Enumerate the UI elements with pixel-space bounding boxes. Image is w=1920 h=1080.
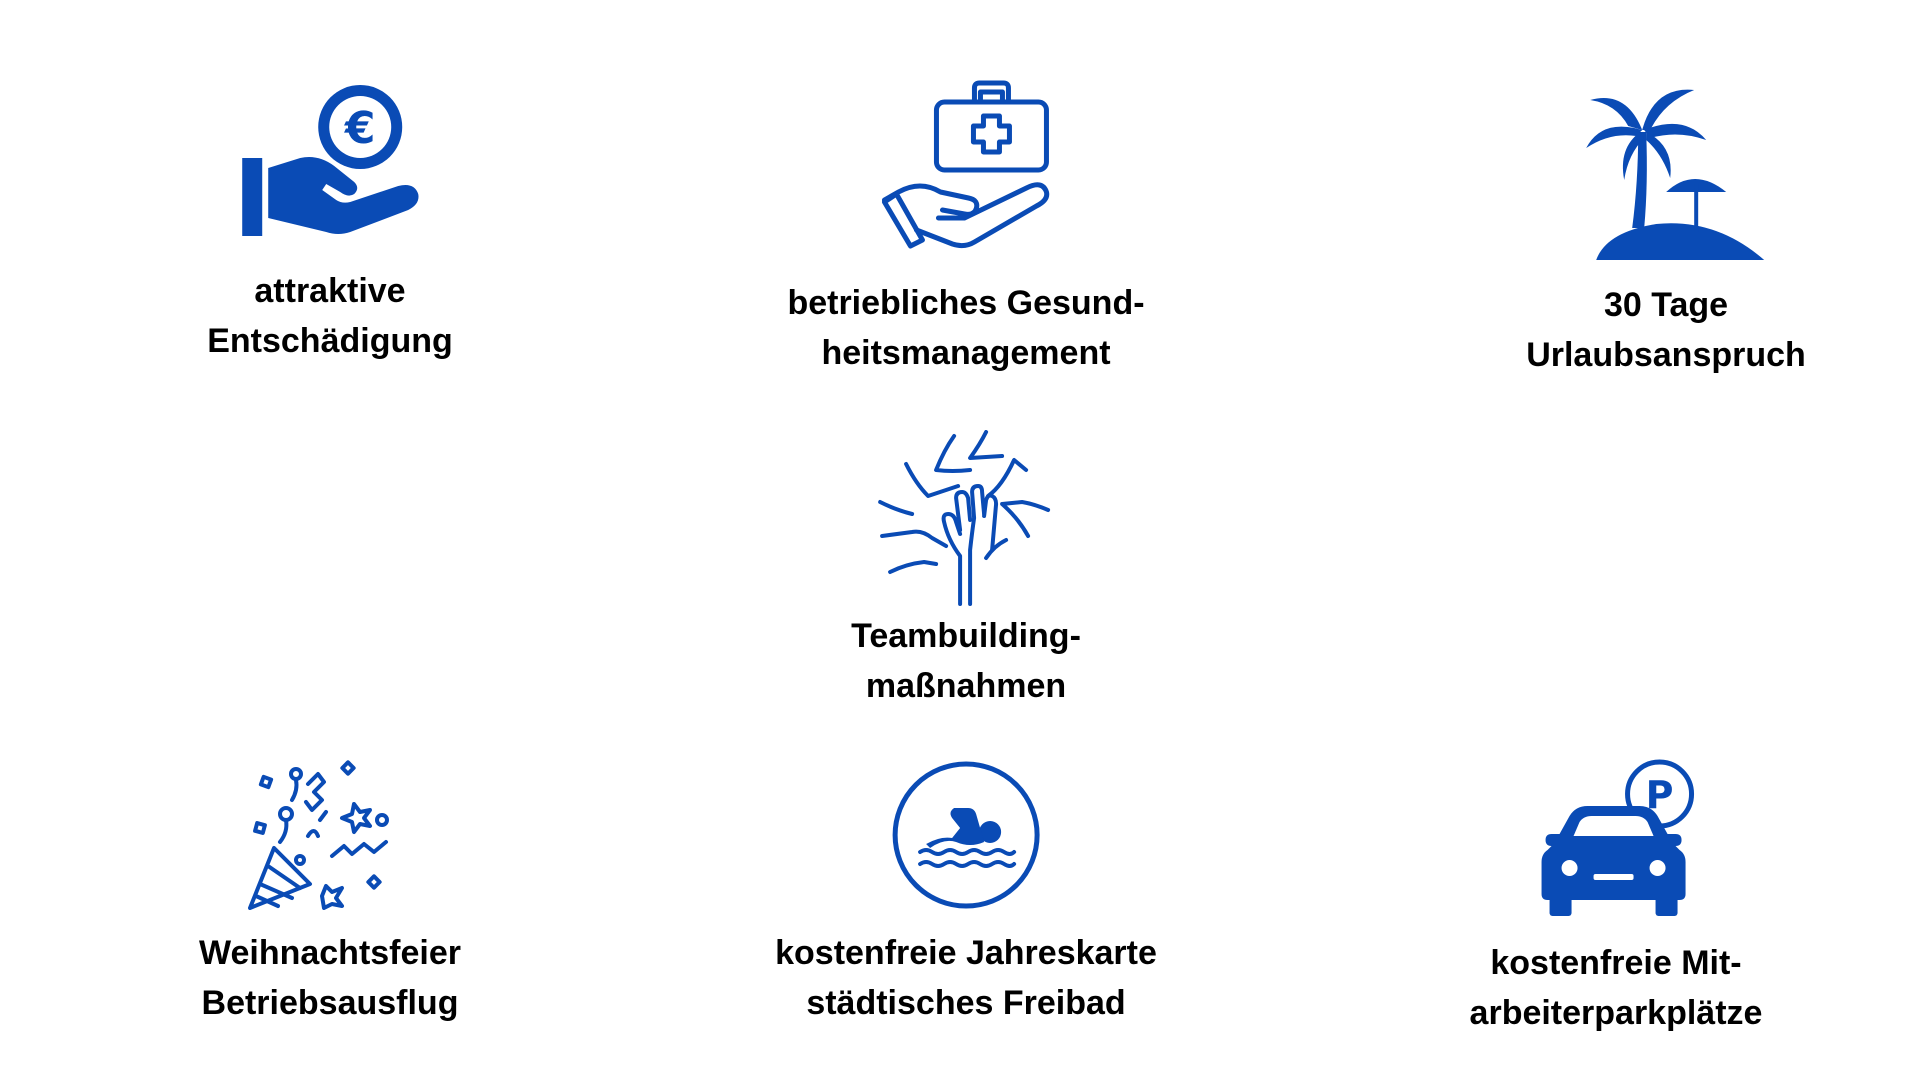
- label-line: Urlaubsanspruch: [1526, 336, 1806, 374]
- benefit-label: Teambuilding- maßnahmen: [851, 611, 1081, 711]
- first-aid-hand-icon: [876, 80, 1056, 250]
- label-line: Entschädigung: [207, 322, 453, 360]
- label-line: maßnahmen: [865, 667, 1067, 705]
- benefit-label: 30 Tage Urlaubsanspruch: [1526, 280, 1806, 380]
- label-line: kostenfreie Mit-: [1490, 944, 1742, 982]
- palm-island-icon: [1566, 84, 1766, 260]
- label-line: attraktive: [254, 272, 406, 310]
- label-line: Weihnachtsfeier: [198, 934, 462, 972]
- car-parking-icon: P: [1536, 758, 1696, 918]
- label-line: arbeiterparkplätze: [1469, 994, 1763, 1032]
- label-line: Betriebsausflug: [201, 984, 459, 1022]
- label-line: kostenfreie Jahreskarte: [775, 934, 1157, 972]
- svg-text:€: €: [344, 103, 376, 154]
- label-line: betriebliches Gesund-: [787, 284, 1145, 322]
- label-line: 30 Tage: [1603, 286, 1729, 324]
- euro-hand-icon: €: [230, 80, 430, 240]
- benefit-label: kostenfreie Mit- arbeiterparkplätze: [1470, 938, 1763, 1038]
- benefit-salary: € attraktive Entschädigung: [207, 80, 453, 366]
- benefit-celebration: Weihnachtsfeier Betriebsausflug: [199, 760, 461, 1028]
- party-popper-icon: [247, 760, 412, 910]
- swimmer-icon: [890, 760, 1042, 910]
- benefit-label: attraktive Entschädigung: [207, 266, 453, 366]
- benefit-label: Weihnachtsfeier Betriebsausflug: [199, 928, 461, 1028]
- benefit-vacation: 30 Tage Urlaubsanspruch: [1526, 84, 1806, 380]
- benefit-label: betriebliches Gesund- heitsmanagement: [787, 278, 1144, 378]
- benefit-swimming-pool: kostenfreie Jahreskarte städtisches Frei…: [775, 760, 1157, 1028]
- label-line: Teambuilding-: [851, 617, 1081, 655]
- benefit-label: kostenfreie Jahreskarte städtisches Frei…: [775, 928, 1157, 1028]
- label-line: heitsmanagement: [821, 334, 1111, 372]
- benefit-teambuilding: Teambuilding- maßnahmen: [851, 430, 1081, 711]
- benefit-parking: P kostenfreie Mit- arbeiterparkplätze: [1470, 758, 1763, 1038]
- benefit-health: betriebliches Gesund- heitsmanagement: [787, 80, 1145, 378]
- label-line: städtisches Freibad: [806, 984, 1126, 1022]
- team-hands-icon: [878, 430, 1054, 606]
